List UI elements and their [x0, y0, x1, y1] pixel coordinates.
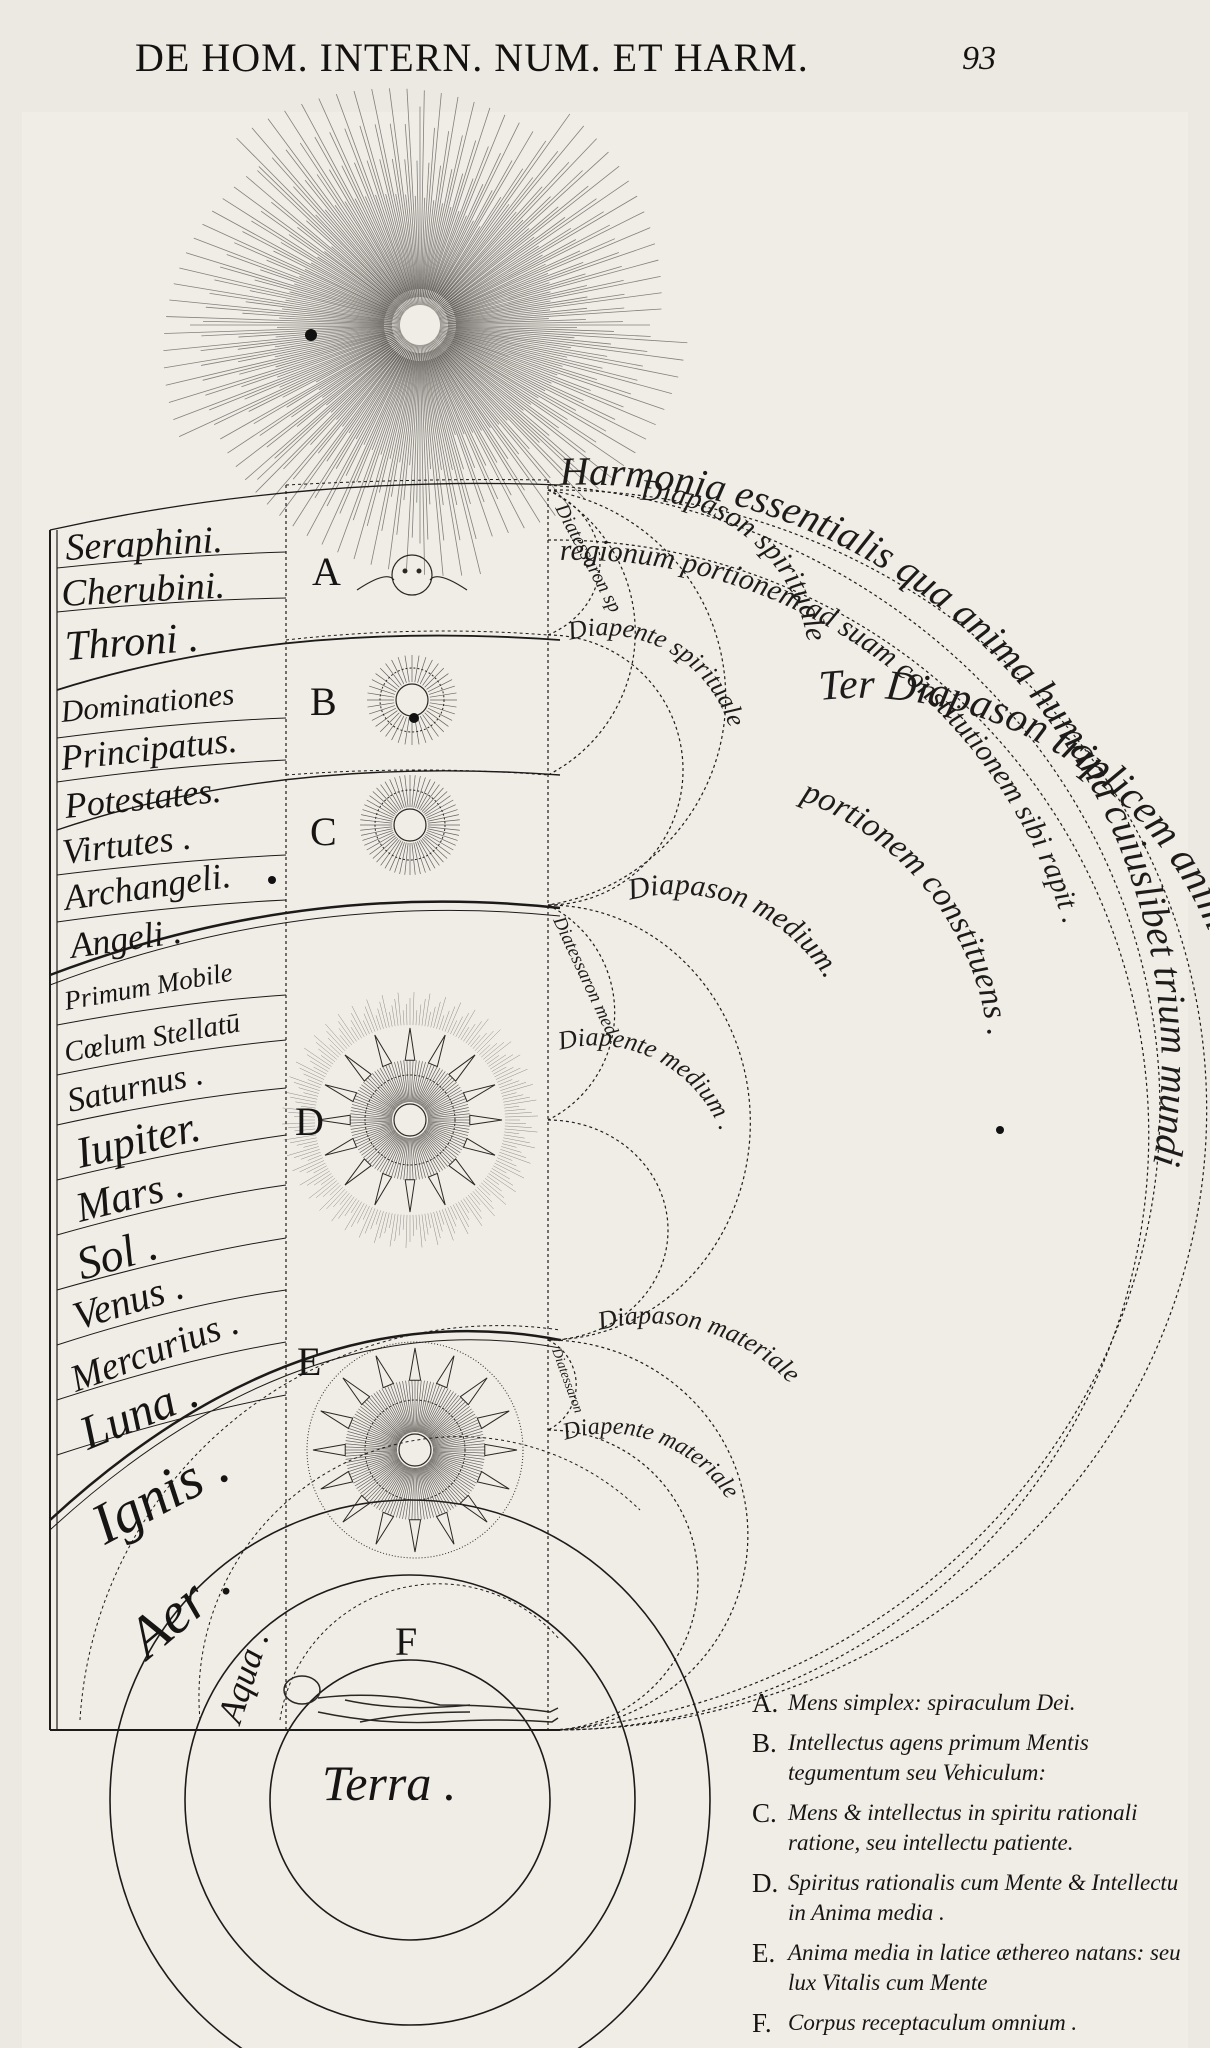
legend-item-e: E. Anima media in latice æthereo natans:…: [752, 1938, 1192, 1998]
label-coelum-stellatum: Cœlum Stellatū: [62, 1006, 243, 1068]
diapason-medium-label: Diapason medium.: [624, 868, 848, 983]
label-principatus: Principatus.: [58, 720, 239, 778]
label-aer: Aer .: [112, 1548, 243, 1673]
angelic-hierarchy-labels: Seraphini. Cherubini. Throni . Dominatio…: [58, 519, 239, 966]
label-primum-mobile: Primum Mobile: [61, 957, 235, 1016]
label-throni: Throni .: [63, 615, 200, 670]
point-of-god: [305, 329, 317, 341]
legend-text: Anima media in latice æthereo natans: se…: [788, 1940, 1181, 1995]
letter-e: E: [297, 1339, 321, 1384]
legend-text: Spiritus rationalis cum Mente & Intellec…: [788, 1870, 1179, 1925]
elemental-circles: [79, 1325, 711, 2048]
letter-b: B: [310, 679, 337, 724]
label-terra: Terra .: [322, 1755, 456, 1811]
harmonic-arcs: [547, 484, 1208, 1731]
dot-angeli: [268, 876, 276, 884]
diapason-materiale-label: Diapason materiale: [594, 1300, 806, 1388]
label-aqua: Aqua .: [209, 1626, 277, 1730]
orb-d: [282, 992, 538, 1248]
orb-e: [306, 1341, 524, 1559]
diapente-spirituale-label: Diapente spirituale: [564, 612, 751, 730]
diatessaron-med-label: Diatessaron med: [548, 912, 622, 1039]
celestial-sphere-labels: Primum Mobile Cœlum Stellatū Saturnus . …: [61, 957, 245, 1461]
legend-item-a: A. Mens simplex: spiraculum Dei.: [752, 1688, 1192, 1718]
page-number: 93: [962, 40, 996, 77]
letter-d: D: [295, 1099, 324, 1144]
legend-text: Mens & intellectus in spiritu rationali …: [788, 1800, 1138, 1855]
orb-a: [356, 554, 468, 596]
ter-diapason-label-inner: portionem constituens .: [795, 772, 1017, 1038]
dot-b: [409, 713, 419, 723]
legend-key: C.: [752, 1798, 777, 1828]
dot-harmonia: [996, 1126, 1004, 1134]
legend-item-c: C. Mens & intellectus in spiritu rationa…: [752, 1798, 1192, 1858]
label-seraphini: Seraphini.: [64, 519, 223, 569]
region-orbs: [282, 554, 538, 1559]
legend-item-b: B. Intellectus agens primum Mentis tegum…: [752, 1728, 1192, 1788]
label-dominationes: Dominationes: [58, 676, 236, 729]
diatessaron-materiale-label: Diatessaron: [548, 1345, 586, 1415]
legend-key: A.: [752, 1688, 779, 1718]
legend: A. Mens simplex: spiraculum Dei. B. Inte…: [752, 1688, 1192, 2048]
legend-item-f: F. Corpus receptaculum omnium .: [752, 2008, 1192, 2038]
human-figure: [283, 1675, 559, 1724]
label-cherubini: Cherubini.: [60, 564, 226, 615]
legend-key: F.: [752, 2008, 772, 2038]
legend-key: D.: [752, 1868, 779, 1898]
diapente-medium-label: Diapente medium .: [555, 1022, 742, 1134]
legend-item-d: D. Spiritus rationalis cum Mente & Intel…: [752, 1868, 1192, 1928]
legend-key: B.: [752, 1728, 777, 1758]
orb-c: [360, 775, 460, 875]
hierarchy-columns: [49, 479, 561, 1731]
orb-b: [367, 655, 457, 745]
divine-radiance: [163, 88, 688, 576]
diapente-materiale-label: Diapente materiale: [559, 1413, 744, 1503]
label-angeli: Angeli .: [66, 911, 184, 966]
legend-text: Mens simplex: spiraculum Dei.: [788, 1690, 1076, 1715]
page-header-title: DE HOM. INTERN. NUM. ET HARM.: [135, 35, 809, 80]
legend-key: E.: [752, 1938, 776, 1968]
letter-c: C: [310, 809, 337, 854]
legend-text: Intellectus agens primum Mentis tegument…: [788, 1730, 1089, 1785]
letter-f: F: [395, 1619, 417, 1664]
region-letters: A B C D E F: [295, 549, 417, 1664]
letter-a: A: [312, 549, 341, 594]
legend-text: Corpus receptaculum omnium .: [788, 2010, 1078, 2035]
